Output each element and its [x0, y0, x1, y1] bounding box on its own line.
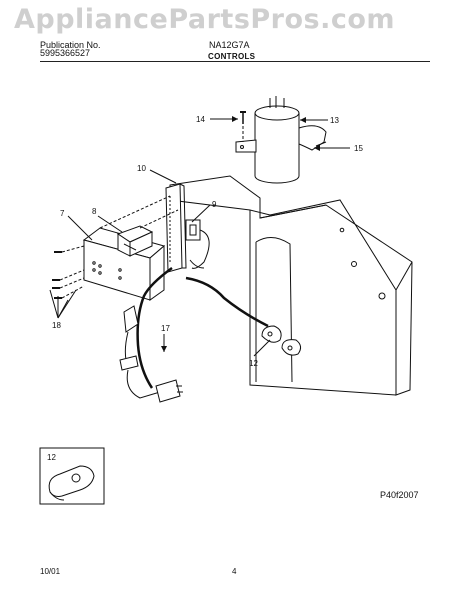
capacitor: [254, 96, 300, 184]
bracket-plate: [165, 183, 187, 273]
leader-arrowheads: [161, 116, 320, 352]
wire-harness: [185, 259, 269, 328]
callout-18: 18: [52, 321, 61, 330]
callout-8: 8: [92, 207, 97, 216]
cabinet-panel: [169, 175, 413, 396]
capacitor-strap: [235, 125, 327, 153]
grommet-pair: [261, 325, 302, 356]
rotary-switch: [116, 225, 154, 257]
screw: [240, 111, 246, 124]
publication-label: Publication No.: [40, 40, 101, 50]
callout-12-inset: 12: [47, 453, 56, 462]
watermark-logo: AppliancePartsPros.com: [14, 4, 396, 35]
publication-number: 5995366527: [40, 48, 91, 58]
section-title: CONTROLS: [208, 52, 256, 61]
callout-12: 12: [249, 359, 258, 368]
callout-7: 7: [60, 209, 65, 218]
inset-detail: [39, 447, 105, 505]
callout-9: 9: [212, 200, 217, 209]
callout-15: 15: [354, 144, 363, 153]
callout-10: 10: [137, 164, 146, 173]
header-rule: [40, 61, 430, 62]
model-number: NA12G7A: [209, 40, 250, 50]
callout-17: 17: [161, 324, 170, 333]
callout-13: 13: [330, 116, 339, 125]
footer-date: 10/01: [40, 567, 61, 576]
page-number: 4: [232, 567, 237, 576]
screw-set: [52, 251, 62, 299]
thermostat: [185, 219, 210, 269]
callout-14: 14: [196, 115, 205, 124]
power-cord: [119, 266, 183, 403]
diagram-code: P40f2007: [380, 490, 419, 500]
assembly-leaders: [59, 126, 244, 299]
